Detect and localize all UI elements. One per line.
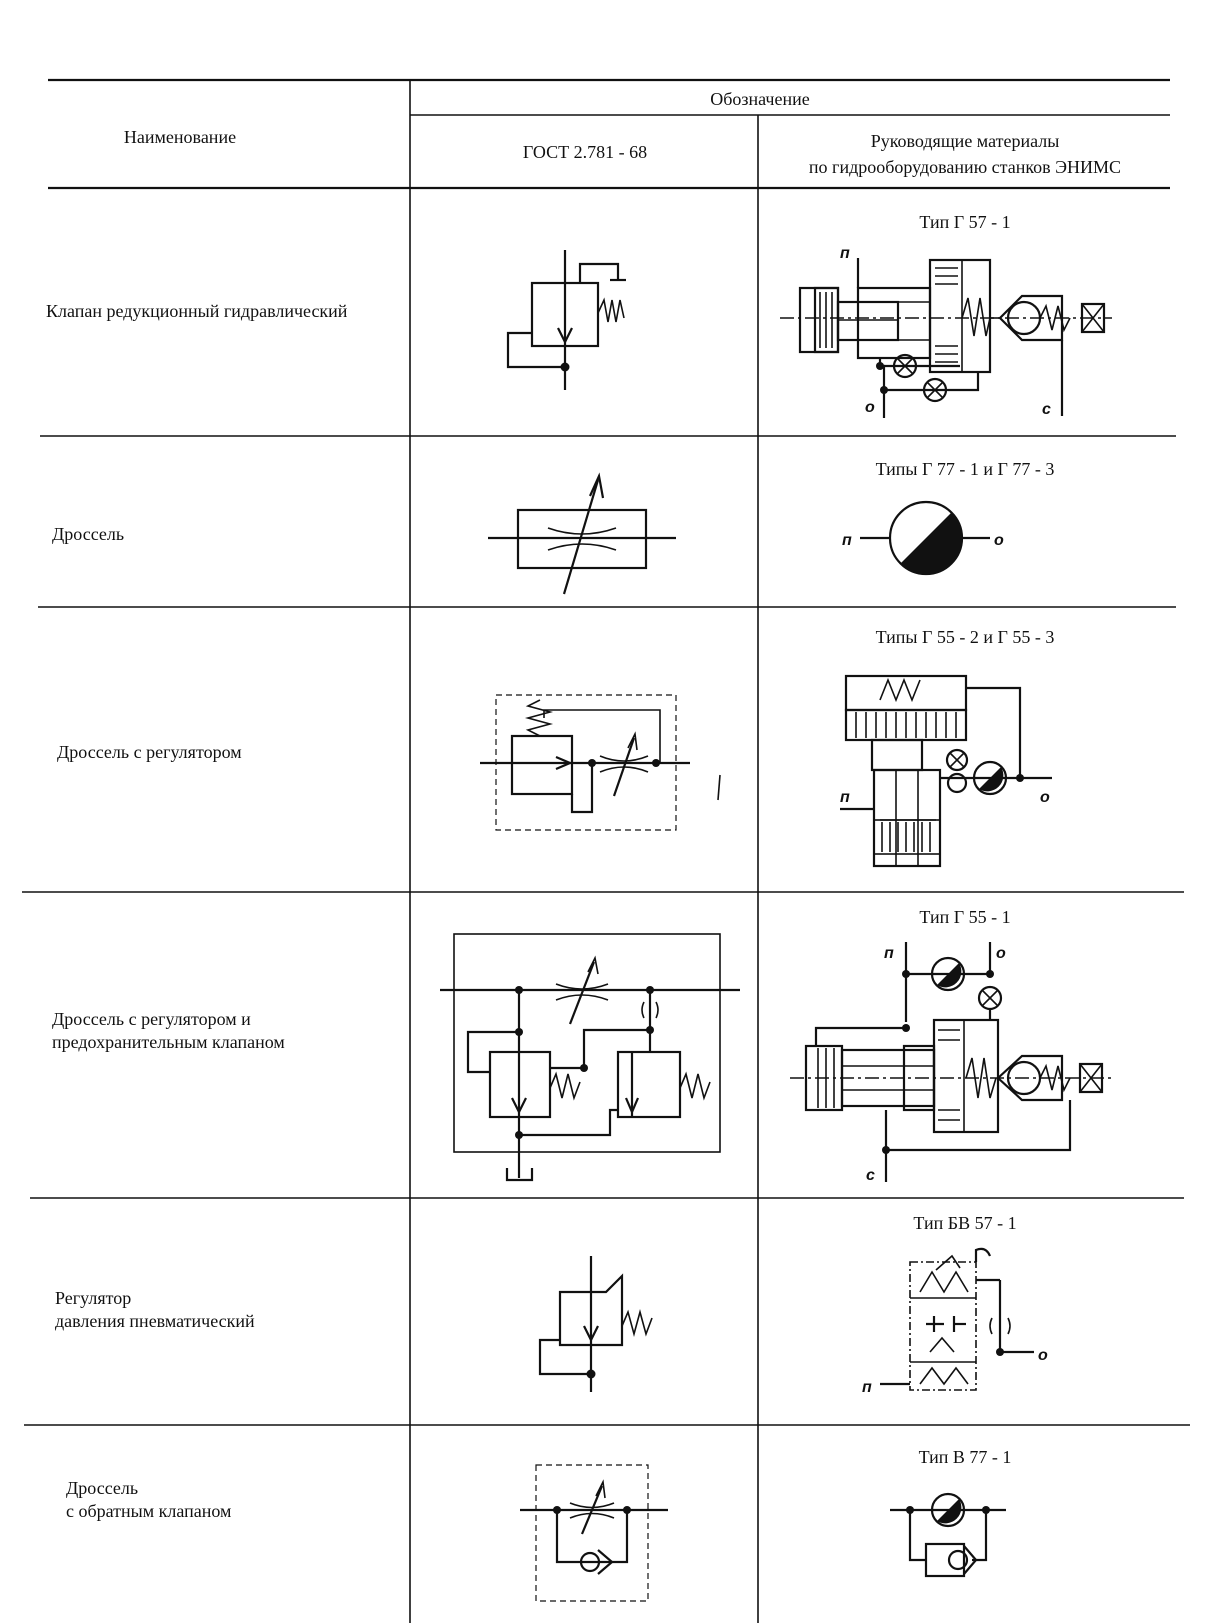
- port-label: п: [840, 245, 850, 262]
- gost-throttle-regulator-relief-symbol: [440, 933, 740, 1182]
- row-name: Дроссель: [52, 524, 125, 544]
- port-label: о: [1038, 1347, 1048, 1364]
- column-header-name: Наименование: [123, 127, 237, 147]
- enims-v77-1-symbol: [890, 1492, 1006, 1578]
- row-name: предохранительным клапаном: [52, 1032, 285, 1052]
- port-label: о: [996, 945, 1006, 962]
- row-type-caption: Тип Г 55 - 1: [919, 907, 1011, 927]
- enims-g77-symbol: п о: [842, 500, 1004, 576]
- row-type-caption: Типы Г 77 - 1 и Г 77 - 3: [875, 459, 1055, 479]
- row-name: Регулятор: [55, 1288, 132, 1308]
- port-label: о: [1040, 789, 1050, 806]
- gost-pneumatic-regulator-symbol: [538, 1256, 653, 1392]
- port-label: п: [840, 789, 850, 806]
- enims-bv57-1-symbol: о п: [862, 1247, 1048, 1396]
- row-name: Дроссель с регулятором: [57, 742, 242, 762]
- gost-reducing-valve-symbol: [506, 250, 626, 390]
- row-type-caption: Тип В 77 - 1: [918, 1447, 1012, 1467]
- enims-g55-1-symbol: п о с: [790, 942, 1112, 1184]
- gost-throttle-check-symbol: [520, 1464, 668, 1602]
- column-header-designation: Обозначение: [710, 89, 810, 109]
- port-label: с: [866, 1167, 875, 1184]
- enims-g57-1-symbol: п о с: [780, 245, 1112, 418]
- row-name: Дроссель: [66, 1478, 139, 1498]
- enims-g55-2-symbol: п о: [840, 674, 1052, 868]
- row-type-caption: Типы Г 55 - 2 и Г 55 - 3: [875, 627, 1055, 647]
- port-label: о: [865, 399, 875, 416]
- row-name: Клапан редукционный гидравлический: [46, 301, 348, 321]
- port-label: п: [884, 945, 894, 962]
- port-label: с: [1042, 401, 1051, 418]
- port-label: о: [994, 532, 1004, 549]
- row-type-caption: Тип Г 57 - 1: [919, 212, 1011, 232]
- row-name: с обратным клапаном: [66, 1501, 232, 1521]
- row-name: Дроссель с регулятором и: [52, 1009, 251, 1029]
- port-label: п: [862, 1379, 872, 1396]
- port-label: п: [842, 532, 852, 549]
- table-grid: [22, 78, 1190, 1623]
- column-header-enims-line2: по гидрооборудованию станков ЭНИМС: [808, 157, 1122, 177]
- row-name: давления пневматический: [55, 1311, 255, 1331]
- column-header-enims-line1: Руководящие материалы: [870, 131, 1060, 151]
- column-header-gost: ГОСТ 2.781 - 68: [522, 142, 648, 162]
- gost-throttle-symbol: [488, 472, 676, 595]
- gost-throttle-regulator-symbol: [480, 694, 721, 831]
- row-type-caption: Тип БВ 57 - 1: [913, 1213, 1017, 1233]
